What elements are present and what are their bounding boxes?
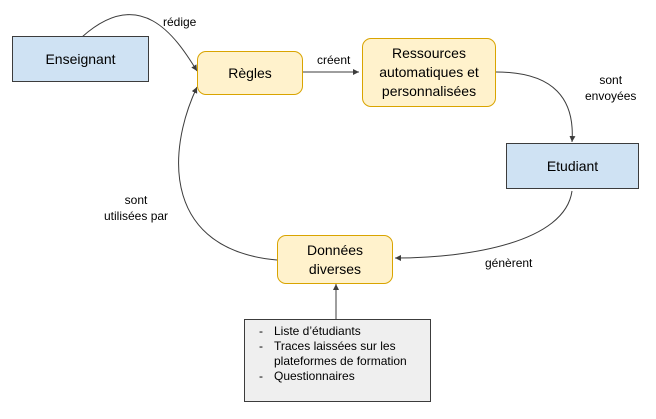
sources-list-item: Liste d’étudiants — [259, 324, 426, 339]
node-enseignant-label: Enseignant — [45, 50, 116, 67]
edge-label-sont-utilisees-par: sont utilisées par — [104, 193, 169, 223]
node-etudiant: Etudiant — [506, 143, 639, 189]
sources-list: Liste d’étudiants Traces laissées sur le… — [245, 320, 430, 384]
node-regles-label: Règles — [228, 64, 272, 81]
edge-enseignant-to-regles — [81, 14, 198, 72]
edge-ressources-to-etudiant — [495, 71, 576, 143]
node-etudiant-label: Etudiant — [546, 157, 599, 174]
node-ressources-label: Ressources automatiques et personnalisée… — [379, 45, 479, 99]
node-ressources: Ressources automatiques et personnalisée… — [362, 38, 496, 107]
node-donnees-label: Données diverses — [306, 241, 364, 277]
edge-etudiant-to-donnees — [394, 190, 573, 261]
edge-label-redige: rédige — [163, 15, 197, 29]
edge-label-generent: génèrent — [485, 256, 533, 270]
node-sources: Liste d’étudiants Traces laissées sur le… — [244, 319, 431, 402]
edge-label-sont-envoyees: sont envoyées — [585, 73, 637, 103]
node-regles: Règles — [197, 51, 303, 95]
node-donnees: Données diverses — [277, 235, 393, 284]
edge-label-creent: créent — [317, 53, 351, 67]
edge-donnees-to-regles — [178, 86, 278, 261]
node-enseignant: Enseignant — [12, 36, 149, 82]
sources-list-item: Traces laissées sur les plateformes de f… — [259, 339, 426, 369]
sources-list-item: Questionnaires — [259, 369, 426, 384]
